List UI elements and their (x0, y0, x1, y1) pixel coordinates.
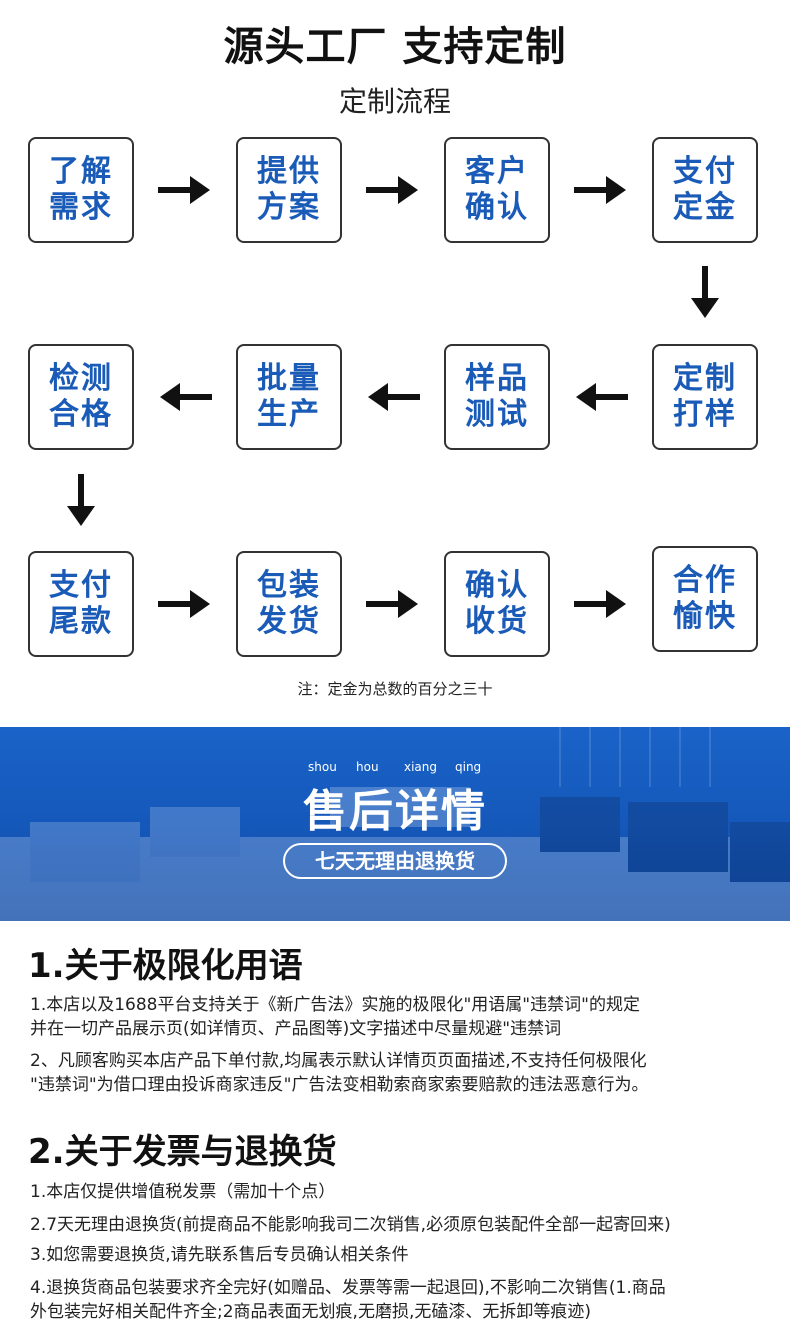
step-inspection-passed: 检测 合格 (28, 344, 134, 450)
step-label-line2: 收货 (465, 604, 529, 639)
text-line: 外包装完好相关配件齐全;2商品表面无划痕,无磨损,无磕漆、无拆卸等痕迹) (30, 1302, 591, 1322)
list-item: 2.7天无理由退换货(前提商品不能影响我司二次销售,必须原包装配件全部一起寄回来… (30, 1215, 671, 1235)
section1-paragraph-1: 1.本店以及1688平台支持关于《新广告法》实施的极限化"用语属"违禁词"的规定… (30, 993, 770, 1041)
list-item: 3.如您需要退换货,请先联系售后专员确认相关条件 (30, 1245, 409, 1265)
flow-subtitle: 定制流程 (338, 85, 451, 118)
arrow-right-icon (366, 173, 420, 207)
step-label-line1: 样品 (465, 361, 529, 396)
arrow-left-icon (158, 380, 212, 414)
text-line: 并在一切产品展示页(如详情页、产品图等)文字描述中尽量规避"违禁词 (30, 1019, 562, 1039)
step-pay-deposit: 支付 定金 (652, 137, 758, 243)
step-label-line2: 测试 (465, 397, 529, 432)
arrow-down-icon (64, 474, 98, 528)
arrow-right-icon (574, 587, 628, 621)
section-title-extreme-terms: 1.关于极限化用语 (28, 946, 303, 986)
step-pack-ship: 包装 发货 (236, 551, 342, 657)
text-line: 4.退换货商品包装要求齐全完好(如赠品、发票等需一起退回),不影响二次销售(1.… (30, 1278, 666, 1298)
return-policy-badge: 七天无理由退换货 (283, 843, 507, 879)
step-customer-confirm: 客户 确认 (444, 137, 550, 243)
step-label-line1: 支付 (673, 154, 737, 189)
list-item: 1.本店仅提供增值税发票（需加十个点） (30, 1182, 336, 1202)
step-sample-test: 样品 测试 (444, 344, 550, 450)
arrow-left-icon (366, 380, 420, 414)
step-label-line2: 需求 (49, 190, 113, 225)
pinyin-label: qing (455, 760, 482, 774)
text-line: "违禁词"为借口理由投诉商家违反"广告法变相勒索商家索要赔款的违法恶意行为。 (30, 1075, 649, 1095)
step-label-line2: 合格 (49, 397, 113, 432)
section1-paragraph-2: 2、凡顾客购买本店产品下单付款,均属表示默认详情页页面描述,不支持任何极限化 "… (30, 1049, 770, 1097)
pinyin-label: hou (356, 760, 379, 774)
step-provide-plan: 提供 方案 (236, 137, 342, 243)
step-label-line1: 确认 (465, 568, 529, 603)
step-label-line2: 生产 (257, 397, 321, 432)
step-understand-needs: 了解 需求 (28, 137, 134, 243)
step-label-line2: 发货 (257, 604, 321, 639)
arrow-right-icon (574, 173, 628, 207)
section-title-invoice-returns: 2.关于发票与退换货 (28, 1132, 337, 1172)
step-label-line1: 支付 (49, 568, 113, 603)
arrow-down-icon (688, 266, 722, 320)
page-title: 源头工厂 支持定制 (223, 24, 567, 70)
arrow-right-icon (158, 587, 212, 621)
step-label-line1: 提供 (257, 154, 321, 189)
office-background-image (0, 727, 790, 921)
after-sales-banner: shou hou xiang qing 售后详情 七天无理由退换货 (0, 727, 790, 921)
step-label-line2: 定金 (673, 190, 737, 225)
step-confirm-receipt: 确认 收货 (444, 551, 550, 657)
step-label-line1: 客户 (465, 154, 529, 189)
step-label-line1: 定制 (673, 361, 737, 396)
step-label-line1: 包装 (257, 568, 321, 603)
step-label-line2: 方案 (257, 190, 321, 225)
step-label-line1: 批量 (257, 361, 321, 396)
text-line: 1.本店以及1688平台支持关于《新广告法》实施的极限化"用语属"违禁词"的规定 (30, 995, 640, 1015)
arrow-right-icon (158, 173, 212, 207)
step-custom-sample: 定制 打样 (652, 344, 758, 450)
pinyin-label: xiang (404, 760, 438, 774)
step-label-line1: 了解 (49, 154, 113, 189)
text-line: 2、凡顾客购买本店产品下单付款,均属表示默认详情页页面描述,不支持任何极限化 (30, 1051, 647, 1071)
step-label-line1: 检测 (49, 361, 113, 396)
step-label-line2: 尾款 (49, 604, 113, 639)
pinyin-label: shou (308, 760, 337, 774)
step-label-line2: 打样 (673, 397, 737, 432)
step-happy-cooperation: 合作 愉快 (652, 546, 758, 652)
arrow-right-icon (366, 587, 420, 621)
step-pay-balance: 支付 尾款 (28, 551, 134, 657)
step-mass-production: 批量 生产 (236, 344, 342, 450)
list-item-multiline: 4.退换货商品包装要求齐全完好(如赠品、发票等需一起退回),不影响二次销售(1.… (30, 1276, 770, 1324)
step-label-line1: 合作 (673, 563, 737, 598)
arrow-left-icon (574, 380, 628, 414)
banner-title: 售后详情 (303, 786, 487, 837)
step-label-line2: 确认 (465, 190, 529, 225)
step-label-line2: 愉快 (673, 599, 737, 634)
deposit-note: 注：定金为总数的百分之三十 (297, 680, 493, 698)
